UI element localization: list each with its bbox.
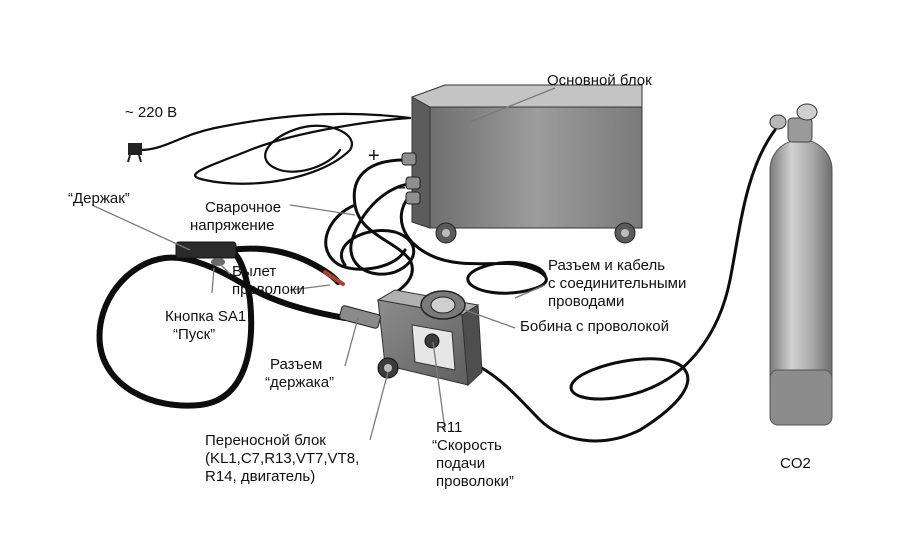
label-co2: CO2 <box>780 455 811 472</box>
holder-connector-icon <box>339 305 381 329</box>
wheel-icon <box>621 229 629 237</box>
cables <box>96 112 777 443</box>
terminal-minus <box>405 176 421 190</box>
labels: ~ 220 В Основной блок + – “Держак” Сваро… <box>68 72 811 490</box>
portable-unit-side <box>461 304 483 387</box>
mains-cable <box>138 112 412 185</box>
gas-hose <box>468 128 777 443</box>
cylinder-neck <box>787 117 813 143</box>
label-connector-cable: Разъем и кабель с соединительными провод… <box>548 257 691 310</box>
label-minus: – <box>394 176 406 198</box>
leader-lines <box>91 87 556 441</box>
label-plus: + <box>368 145 380 167</box>
plus-cable <box>324 158 414 302</box>
label-speed-pot: R11 “Скорость подачи проволоки” <box>432 419 514 490</box>
portable-unit <box>339 289 483 387</box>
terminal-plus <box>401 152 417 166</box>
minus-cable <box>340 182 416 276</box>
label-mains: ~ 220 В <box>125 104 177 121</box>
label-spool: Бобина с проволокой <box>520 318 669 335</box>
wire-tip <box>323 270 345 286</box>
holder-hose <box>96 247 348 409</box>
label-portable-unit: Переносной блок (KL1,C7,R13,VT7,VT8, R14… <box>205 432 363 485</box>
label-main-unit: Основной блок <box>547 72 652 89</box>
connector-cable <box>399 196 548 295</box>
valve-icon <box>769 114 787 130</box>
holder-body <box>175 241 237 259</box>
plug-icon <box>127 143 142 163</box>
label-start-button: Кнопка SA1 “Пуск” <box>165 308 250 343</box>
terminal-connector <box>405 191 421 205</box>
co2-cylinder <box>769 103 833 426</box>
label-wire-stickout: Вылет проволоки <box>232 263 305 298</box>
main-unit <box>401 84 643 244</box>
cylinder-base <box>769 369 833 426</box>
main-unit-front <box>429 106 643 229</box>
roller-icon <box>384 364 392 372</box>
spool-icon <box>430 296 456 314</box>
valve-icon <box>796 103 818 121</box>
label-holder: “Держак” <box>68 190 130 207</box>
label-holder-connector: Разъем “держака” <box>265 356 334 391</box>
speed-knob-icon <box>424 333 440 349</box>
label-welding-voltage: Сварочное напряжение <box>190 199 285 234</box>
wheel-icon <box>442 229 450 237</box>
holder <box>175 241 345 286</box>
